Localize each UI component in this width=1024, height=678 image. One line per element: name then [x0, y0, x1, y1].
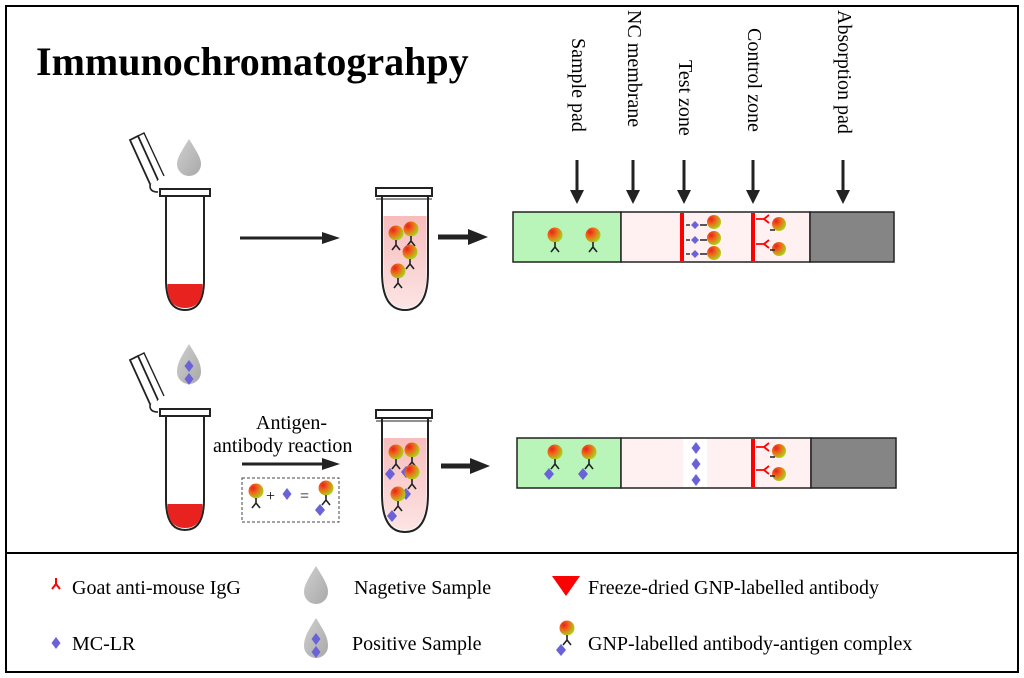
tube-positive-mixed — [375, 409, 433, 534]
legend-complex-icon — [555, 619, 576, 657]
strip1-sample-pad — [512, 211, 622, 263]
strip2-absorption-pad — [810, 437, 897, 489]
strip2-control-line — [751, 439, 755, 487]
label-absorption-pad: Absorption pad — [833, 10, 855, 134]
reaction-label-line1: Antigen- — [256, 412, 327, 434]
legend: Goat anti-mouse IgG Nagetive Sample Free… — [51, 566, 912, 658]
arrow-to-strip-negative-head — [468, 229, 488, 245]
label-nc-membrane: NC membrane — [623, 10, 645, 127]
equation-equals: = — [300, 488, 309, 505]
reaction-label-line2: antibody reaction — [213, 435, 352, 457]
arrow-mix-negative-head — [322, 232, 340, 244]
strip1-test-line — [680, 213, 684, 261]
legend-positive: Positive Sample — [352, 633, 482, 655]
goat-igg-icon — [51, 577, 61, 590]
arrow-to-strip-positive-head — [470, 458, 490, 474]
strip2-sample-pad — [516, 437, 622, 489]
mclr-icon — [51, 637, 61, 649]
equation-plus: + — [266, 488, 275, 505]
label-sample-pad: Sample pad — [567, 38, 589, 132]
diagram-title: Immunochromatograhpy — [36, 39, 469, 84]
legend-mclr: MC-LR — [72, 633, 136, 655]
legend-complex: GNP-labelled antibody-antigen complex — [588, 633, 912, 655]
legend-negative-drop-icon — [304, 566, 328, 604]
tube-positive-empty — [128, 352, 211, 532]
strip1-absorption-pad — [809, 211, 895, 263]
label-arrows — [570, 160, 850, 204]
legend-positive-drop-icon — [304, 618, 328, 658]
reaction-equation-box: + = — [241, 477, 340, 523]
label-control-zone: Control zone — [743, 28, 765, 132]
arrow-reaction-head — [322, 458, 340, 470]
positive-sample-drop-icon — [177, 344, 201, 385]
legend-freeze-dried: Freeze-dried GNP-labelled antibody — [588, 577, 879, 599]
tube-negative-empty — [128, 132, 211, 312]
negative-sample-drop-icon — [177, 139, 201, 176]
legend-goat-igg: Goat anti-mouse IgG — [72, 577, 241, 599]
test-strip-negative — [512, 211, 895, 263]
strip1-control-line — [751, 213, 755, 261]
test-strip-positive — [516, 437, 897, 489]
legend-freeze-dried-icon — [552, 576, 580, 596]
legend-negative: Nagetive Sample — [354, 577, 491, 599]
tube-negative-mixed — [375, 187, 433, 312]
outer-frame — [5, 5, 1019, 673]
label-test-zone: Test zone — [674, 60, 696, 136]
